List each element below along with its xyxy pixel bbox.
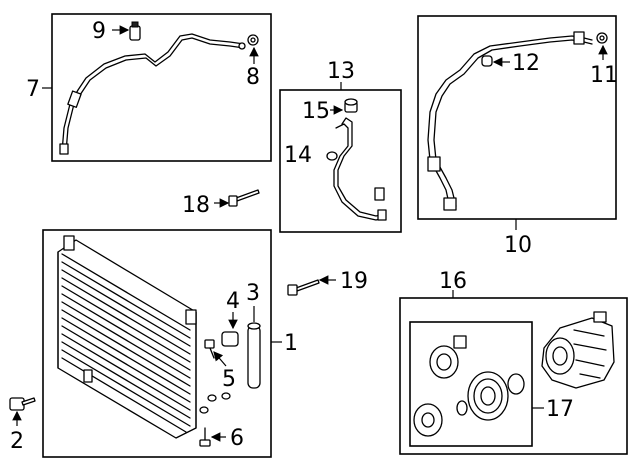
group-16-frame (399, 297, 628, 455)
compressor-clutch-coil (429, 335, 467, 379)
liquid-line-end-cap (238, 42, 246, 50)
compressor-shim (456, 400, 468, 416)
callout-3: 3 (246, 281, 260, 306)
callout-19: 19 (340, 269, 368, 294)
discharge-hose-pipe-inner (433, 39, 593, 207)
callout-15: 15 (302, 99, 330, 124)
part-6-bolt (199, 427, 211, 447)
liquid-line-pipe-inner (65, 37, 245, 153)
liquid-line-joint (67, 90, 82, 108)
group-10-frame (417, 15, 617, 220)
liquid-line-pipe (61, 33, 245, 153)
part-4-cap (221, 331, 239, 347)
group-16-compressor: 16 17 (399, 269, 628, 455)
discharge-hose-fitting (573, 31, 585, 45)
group-1-frame (42, 229, 272, 458)
compressor-body (541, 311, 615, 389)
part-8-o-ring (247, 34, 259, 46)
liquid-line-end-fitting (59, 143, 69, 155)
callout-5: 5 (222, 367, 236, 392)
part-18-bolt: 18 (182, 189, 260, 218)
callout-9: 9 (92, 19, 106, 44)
callout-18: 18 (182, 193, 210, 218)
callout-8: 8 (246, 65, 260, 90)
callout-2: 2 (10, 429, 24, 454)
compressor-clutch-plate (413, 403, 443, 437)
group-13-suction-hose: 13 15 14 (279, 59, 402, 233)
part-3-receiver-drier (247, 322, 261, 389)
leader-5 (213, 351, 227, 367)
callout-12: 12 (512, 51, 540, 76)
suction-hose-fitting (374, 187, 385, 201)
discharge-hose-end (443, 197, 457, 211)
callout-6: 6 (230, 426, 244, 451)
condenser-bracket-top (63, 235, 75, 251)
condenser-bracket-bottom (83, 369, 93, 383)
condenser-o-ring-3 (199, 406, 209, 414)
suction-hose-pipe (337, 117, 385, 217)
part-12-cap (481, 55, 493, 67)
part-19-bolt: 19 (287, 269, 368, 296)
compressor-snap-ring (507, 373, 525, 395)
part-11-o-ring (596, 32, 608, 44)
callout-16: 16 (439, 269, 467, 294)
condenser-o-ring-2 (221, 392, 231, 400)
condenser-bracket-right (185, 309, 197, 325)
compressor-pulley (467, 371, 509, 421)
group-1-condenser: 3 4 5 6 1 (42, 229, 298, 458)
condenser-core (57, 235, 197, 439)
part-5-bolt (204, 339, 215, 359)
group-10-discharge-hose: 12 11 10 (417, 15, 618, 258)
callout-7: 7 (26, 77, 40, 102)
part-2-bolt: 2 (9, 397, 36, 454)
condenser-o-ring-1 (207, 394, 217, 402)
callout-10: 10 (504, 233, 532, 258)
part-14-o-ring (326, 151, 338, 161)
callout-13: 13 (327, 59, 355, 84)
suction-hose-end (377, 209, 387, 221)
callout-11: 11 (590, 63, 618, 88)
suction-hose-pipe-inner (333, 123, 385, 221)
part-9-sensor (129, 21, 141, 41)
callout-17: 17 (546, 397, 574, 422)
callout-14: 14 (284, 143, 312, 168)
callout-1: 1 (284, 331, 298, 356)
discharge-hose-clamp (427, 156, 441, 172)
callout-4: 4 (226, 289, 240, 314)
group-17-frame (409, 321, 533, 447)
part-15-cap (344, 98, 358, 113)
group-7-liquid-line: 9 8 7 (26, 13, 272, 162)
